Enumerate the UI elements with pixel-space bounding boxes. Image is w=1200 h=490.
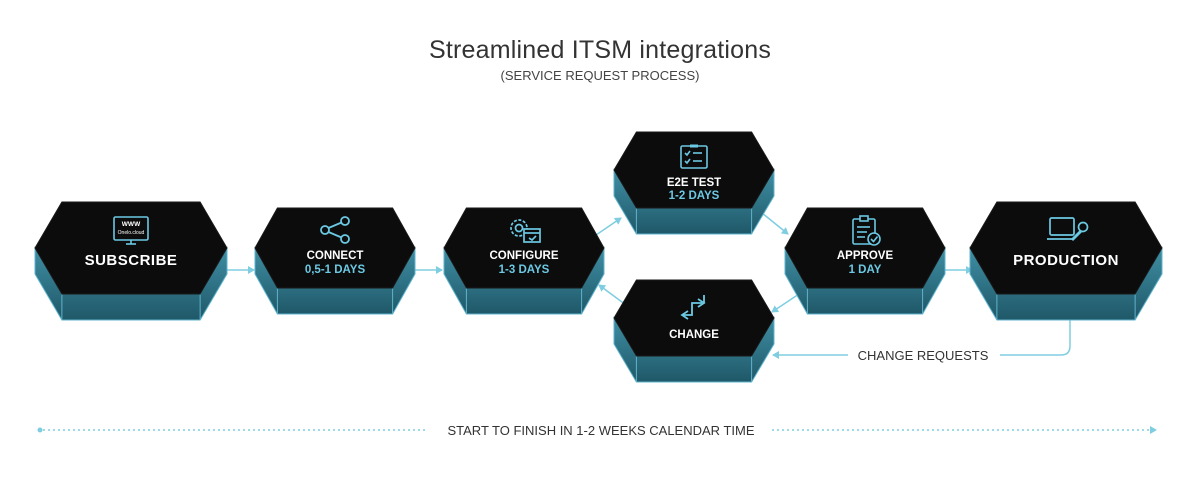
hexagon-top [969, 201, 1163, 295]
node-connect: CONNECT 0,5-1 DAYS [254, 207, 416, 315]
arrow-configure-e2e [595, 217, 622, 236]
hexagon-top [613, 131, 775, 209]
node-e2e-test-label: E2E TEST [667, 177, 721, 189]
website-monitor-icon: WWW Onelo.cloud [113, 216, 149, 245]
hexagon-top [34, 201, 228, 295]
step-arrows-icon [680, 295, 706, 320]
node-configure: CONFIGURE 1-3 DAYS [443, 207, 605, 315]
arrow-production-change-loop [773, 315, 1071, 355]
hexagon-top [613, 279, 775, 357]
share-nodes-icon [320, 216, 350, 244]
node-production-label: PRODUCTION [1013, 252, 1119, 269]
clipboard-check-icon [852, 215, 881, 246]
laptop-wrench-icon [1047, 217, 1089, 242]
node-e2e-test: E2E TEST 1-2 DAYS [613, 131, 775, 235]
hexagon-top [254, 207, 416, 289]
node-change-label: CHANGE [669, 329, 719, 341]
hexagon-top [784, 207, 946, 289]
checklist-icon [680, 144, 708, 169]
timeline: START TO FINISH IN 1-2 WEEKS CALENDAR TI… [37, 423, 1157, 438]
node-subscribe: WWW Onelo.cloud SUBSCRIBE [34, 201, 228, 321]
node-connect-duration: 0,5-1 DAYS [305, 264, 366, 276]
svg-text:Onelo.cloud: Onelo.cloud [118, 230, 145, 236]
arrow-change-configure [598, 284, 627, 306]
change-requests-label: CHANGE REQUESTS [858, 348, 989, 363]
svg-text:WWW: WWW [122, 221, 141, 228]
node-approve: APPROVE 1 DAY [784, 207, 946, 315]
node-e2e-test-duration: 1-2 DAYS [669, 190, 720, 202]
gear-window-icon [510, 219, 541, 243]
page-subtitle: (SERVICE REQUEST PROCESS) [500, 68, 700, 83]
node-production: PRODUCTION [969, 201, 1163, 321]
timeline-label: START TO FINISH IN 1-2 WEEKS CALENDAR TI… [447, 423, 754, 438]
node-change: CHANGE [613, 279, 775, 383]
hexagon-top [443, 207, 605, 289]
node-configure-label: CONFIGURE [490, 250, 559, 262]
arrow-e2e-approve [761, 212, 789, 235]
node-connect-label: CONNECT [307, 250, 364, 262]
node-approve-duration: 1 DAY [849, 264, 882, 276]
node-approve-label: APPROVE [837, 250, 894, 262]
node-configure-duration: 1-3 DAYS [499, 264, 550, 276]
page-title: Streamlined ITSM integrations [428, 36, 772, 64]
flow-arrows [222, 212, 1071, 355]
node-subscribe-label: SUBSCRIBE [85, 252, 178, 269]
